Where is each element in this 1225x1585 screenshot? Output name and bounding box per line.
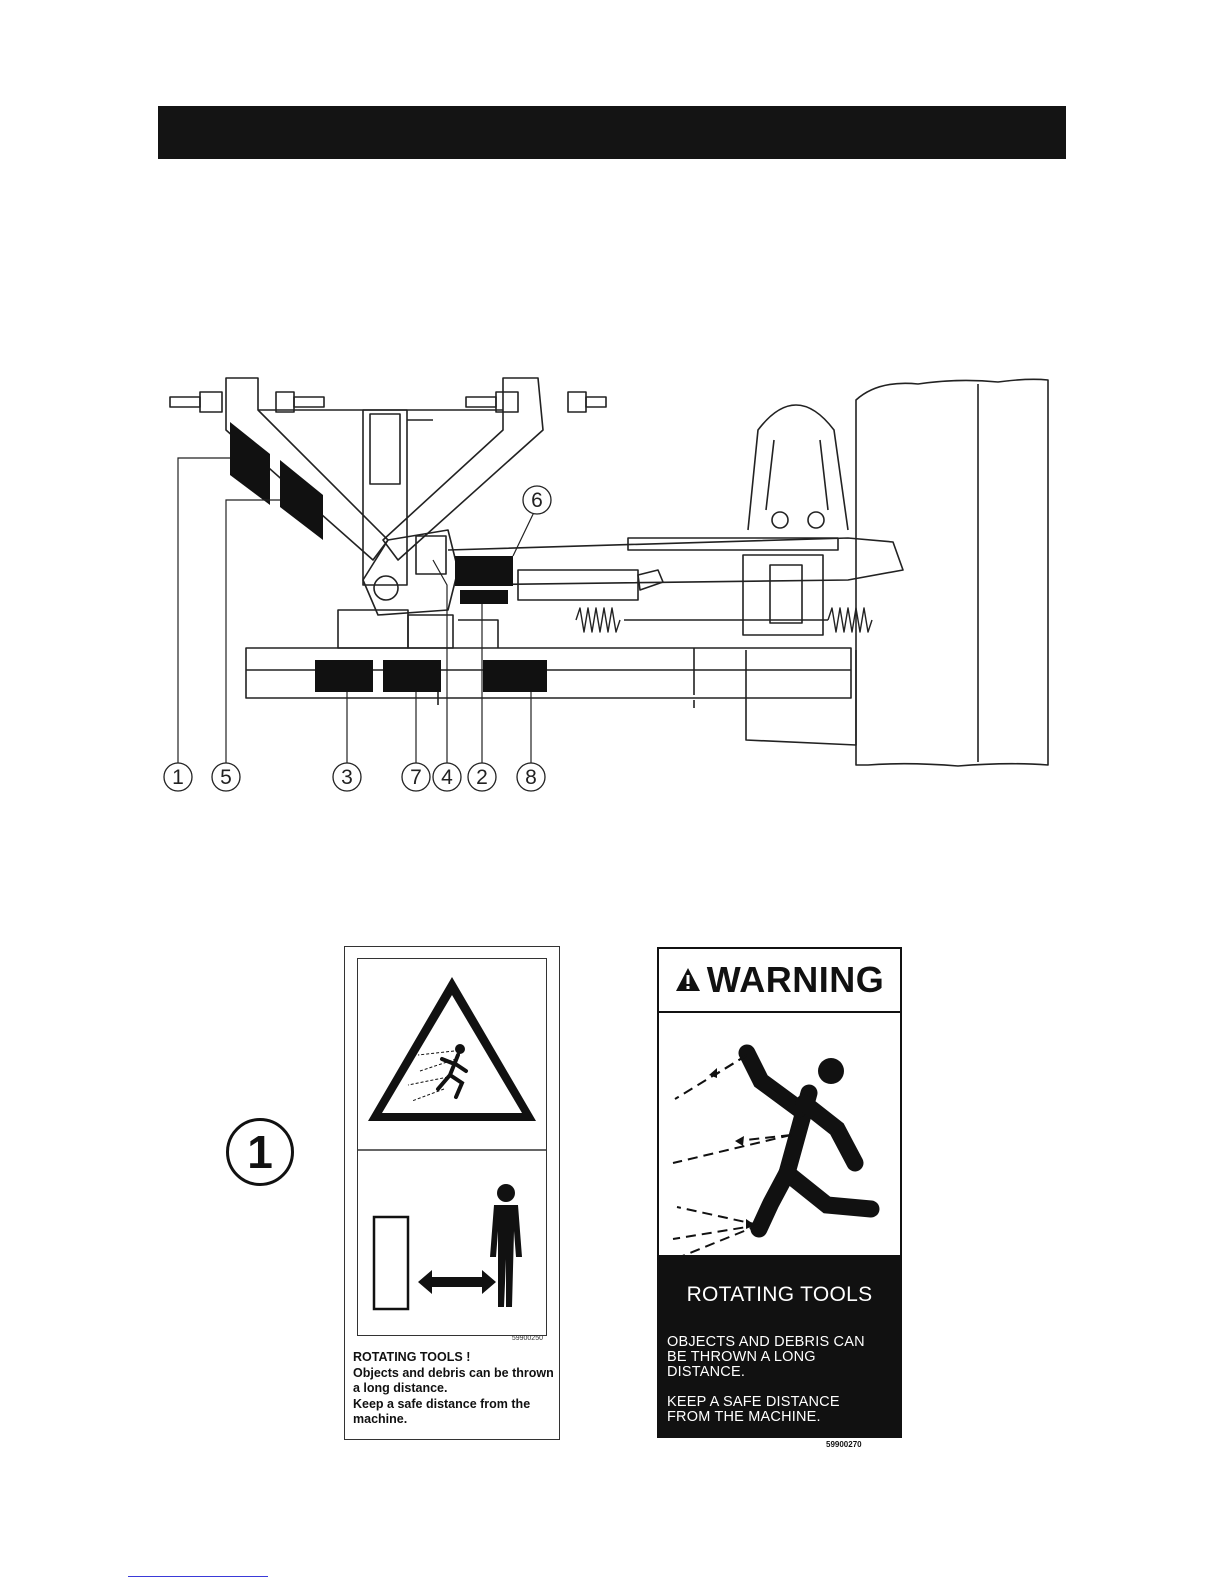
warning-line: OBJECTS AND DEBRIS CAN (667, 1335, 865, 1350)
decal-block-3 (315, 660, 373, 692)
decal-block-8 (483, 660, 547, 692)
warning-header-text: WARNING (707, 959, 885, 1001)
thrown-objects-pictogram (358, 959, 546, 1335)
decal-block-7 (383, 660, 441, 692)
decal-block-1 (230, 422, 270, 505)
decal-block-2 (460, 590, 508, 604)
iso-decal-pictogram-panel (357, 958, 547, 1336)
decal-index-number: 1 (226, 1118, 294, 1186)
warning-line (667, 1380, 865, 1395)
thrown-debris-figure-icon (659, 1013, 900, 1269)
callout-1-label: 1 (172, 766, 184, 789)
callout-7-label: 7 (410, 766, 422, 789)
callout-2-label: 2 (476, 766, 488, 789)
iso-decal-part-number: 59900250 (512, 1335, 543, 1342)
iso-decal-line: machine. (353, 1412, 555, 1428)
ansi-warning-decal: WARNING ROTATING TOOLS OBJECTS AND DEBRI… (657, 947, 902, 1438)
warning-body: OBJECTS AND DEBRIS CAN BE THROWN A LONG … (667, 1335, 865, 1425)
warning-line: KEEP A SAFE DISTANCE (667, 1395, 865, 1410)
iso-decal-line: Objects and debris can be thrown (353, 1366, 555, 1382)
iso-decal-caption: ROTATING TOOLS ! Objects and debris can … (353, 1350, 555, 1428)
callout-8-label: 8 (525, 766, 537, 789)
warning-decal-part-number: 59900270 (826, 1440, 862, 1449)
warning-title: ROTATING TOOLS (659, 1283, 900, 1307)
warning-line: BE THROWN A LONG (667, 1350, 865, 1365)
callout-4-label: 4 (441, 766, 453, 789)
callout-6-label: 6 (531, 489, 543, 512)
footer-link-underline[interactable] (128, 1576, 268, 1577)
callout-3-label: 3 (341, 766, 353, 789)
section-header-bar (158, 106, 1066, 159)
decal-block-5 (280, 460, 323, 540)
warning-line: FROM THE MACHINE. (667, 1410, 865, 1425)
callout-5-label: 5 (220, 766, 232, 789)
warning-header: WARNING (659, 949, 900, 1013)
decal-index-marker: 1 (226, 1118, 294, 1186)
iso-safety-decal: 59900250 ROTATING TOOLS ! Objects and de… (344, 946, 560, 1440)
warning-triangle-icon (675, 967, 701, 993)
warning-message-panel: ROTATING TOOLS OBJECTS AND DEBRIS CAN BE… (659, 1255, 900, 1436)
iso-decal-line: Keep a safe distance from the (353, 1397, 555, 1413)
iso-decal-line: ROTATING TOOLS ! (353, 1350, 555, 1366)
machine-decal-location-diagram: 1 5 3 7 4 2 8 6 (158, 370, 1068, 800)
iso-decal-line: a long distance. (353, 1381, 555, 1397)
warning-line: DISTANCE. (667, 1365, 865, 1380)
decal-block-6 (455, 556, 513, 586)
